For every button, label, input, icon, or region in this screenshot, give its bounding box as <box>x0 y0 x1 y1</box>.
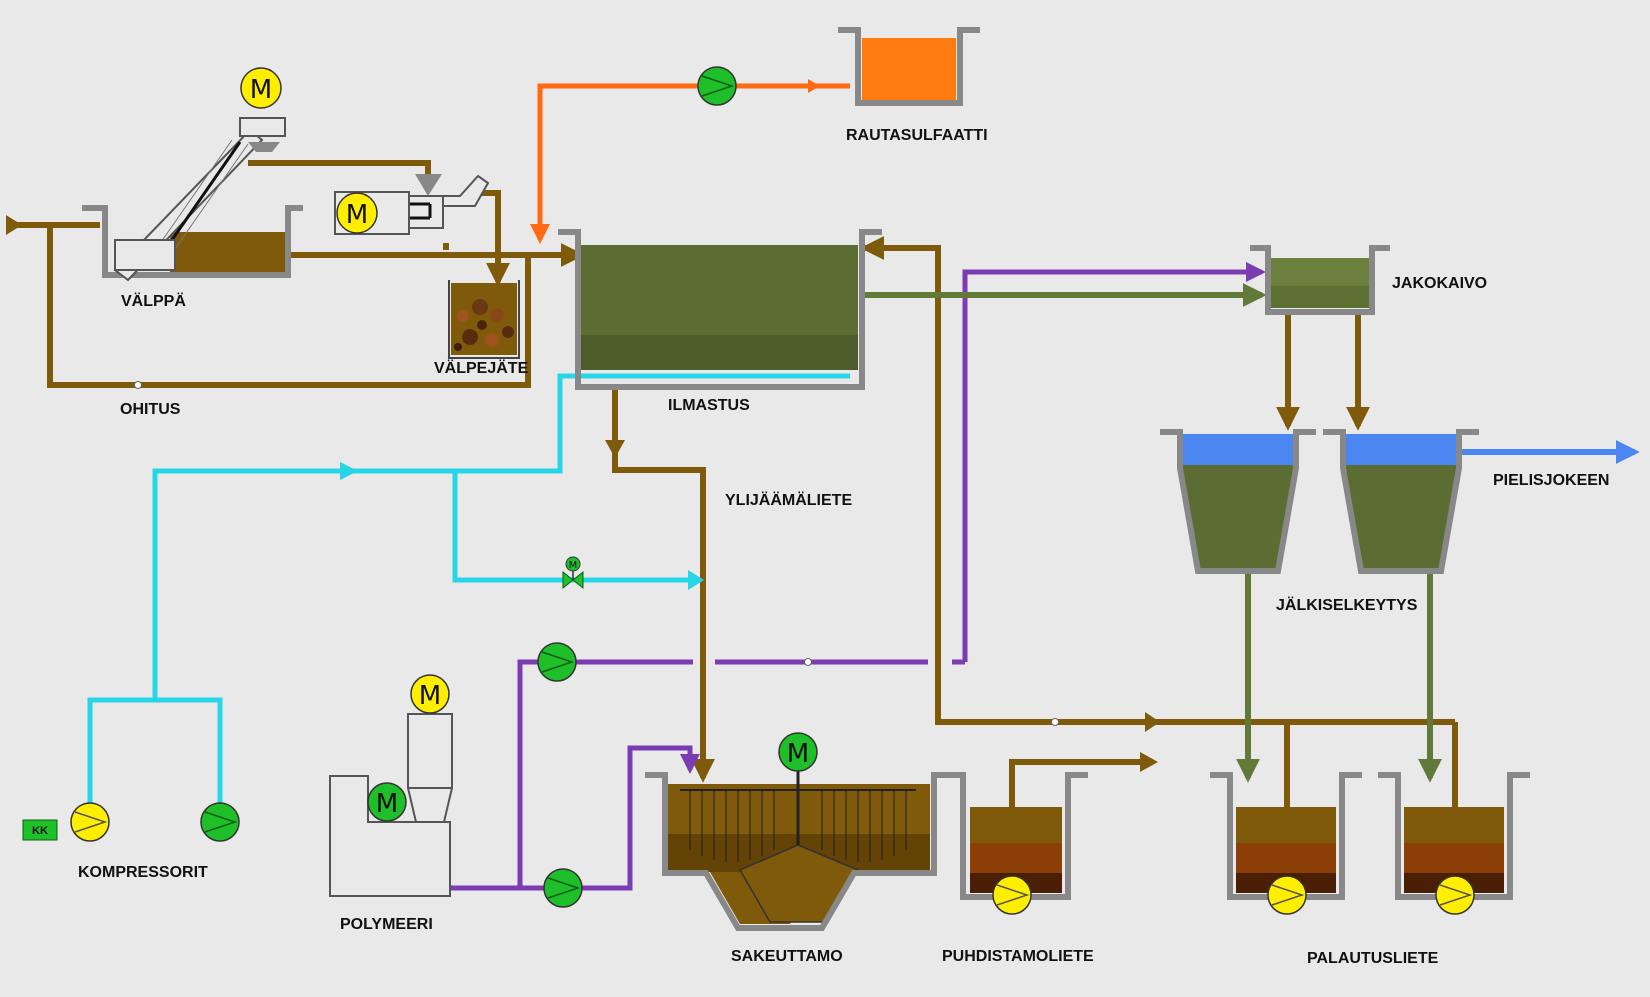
distribution-well <box>1250 245 1390 315</box>
label-jalkiselkeytys: JÄLKISELKEYTYS <box>1276 596 1418 614</box>
polymer-motor-yellow[interactable]: M <box>410 674 450 714</box>
sewage-sludge-tank <box>943 772 1088 900</box>
excess-sludge-line <box>605 385 715 783</box>
return-sludge-tank-1 <box>1210 772 1362 900</box>
thickener <box>645 752 954 931</box>
kk-indicator[interactable]: KK <box>22 819 58 841</box>
press-motor[interactable]: M <box>336 192 378 234</box>
thickener-motor[interactable]: M <box>778 732 818 772</box>
motor-label: M <box>250 75 272 105</box>
motor-label: M <box>419 681 441 711</box>
label-pielisjokeen: PIELISJOKEEN <box>1493 472 1609 489</box>
label-palautusliete: PALAUTUSLIETE <box>1307 950 1439 967</box>
motor-label: M <box>346 200 368 230</box>
motor-label: M <box>376 789 398 819</box>
label-puhdistamoliete: PUHDISTAMOLIETE <box>942 948 1094 965</box>
label-valpejate: VÄLPEJÄTE <box>434 359 529 377</box>
return-sludge-pump-1[interactable] <box>1267 875 1307 915</box>
label-ilmastus: ILMASTUS <box>668 397 750 414</box>
air-lines <box>87 373 850 810</box>
label-polymeeri: POLYMEERI <box>340 916 433 933</box>
polymer-pump-upper[interactable] <box>537 642 577 682</box>
label-ylijaamaliete: YLIJÄÄMÄLIETE <box>725 491 852 509</box>
screen-motor[interactable]: M <box>240 67 282 109</box>
screen-unit <box>82 117 303 282</box>
label-sakeuttamo: SAKEUTTAMO <box>731 948 843 965</box>
compressor-1[interactable] <box>70 802 110 842</box>
screenings-container <box>448 280 520 359</box>
return-sludge-pump-2[interactable] <box>1435 875 1475 915</box>
label-rautasulfaatti: RAUTASULFAATTI <box>846 127 988 144</box>
secondary-clarifier-2 <box>1323 429 1479 574</box>
label-ohitus: OHITUS <box>120 401 181 418</box>
water-lines <box>860 283 1442 783</box>
inlet-lines <box>6 160 585 389</box>
kk-label: KK <box>32 825 48 837</box>
return-sludge-tank-2 <box>1378 772 1530 900</box>
motor-label: M <box>787 739 809 769</box>
aeration-basin <box>558 229 882 390</box>
polymer-pump-lower[interactable] <box>543 868 583 908</box>
label-valppa: VÄLPPÄ <box>121 292 186 310</box>
label-kompressorit: KOMPRESSORIT <box>78 864 208 881</box>
distribution-lines <box>1276 310 1370 431</box>
ferric-pump[interactable] <box>697 66 737 106</box>
polymer-motor-green[interactable]: M <box>367 782 407 822</box>
valve-motor-label: M <box>569 560 578 571</box>
secondary-clarifier-1 <box>1160 429 1316 574</box>
compressor-2[interactable] <box>200 802 240 842</box>
label-jakokaivo: JAKOKAIVO <box>1392 275 1487 292</box>
ferric-sulfate-tank <box>838 27 980 106</box>
polymer-unit <box>329 713 453 897</box>
air-valve[interactable]: M <box>562 556 584 590</box>
ferric-sulfate-line <box>530 79 850 244</box>
sewage-sludge-pump[interactable] <box>992 875 1032 915</box>
